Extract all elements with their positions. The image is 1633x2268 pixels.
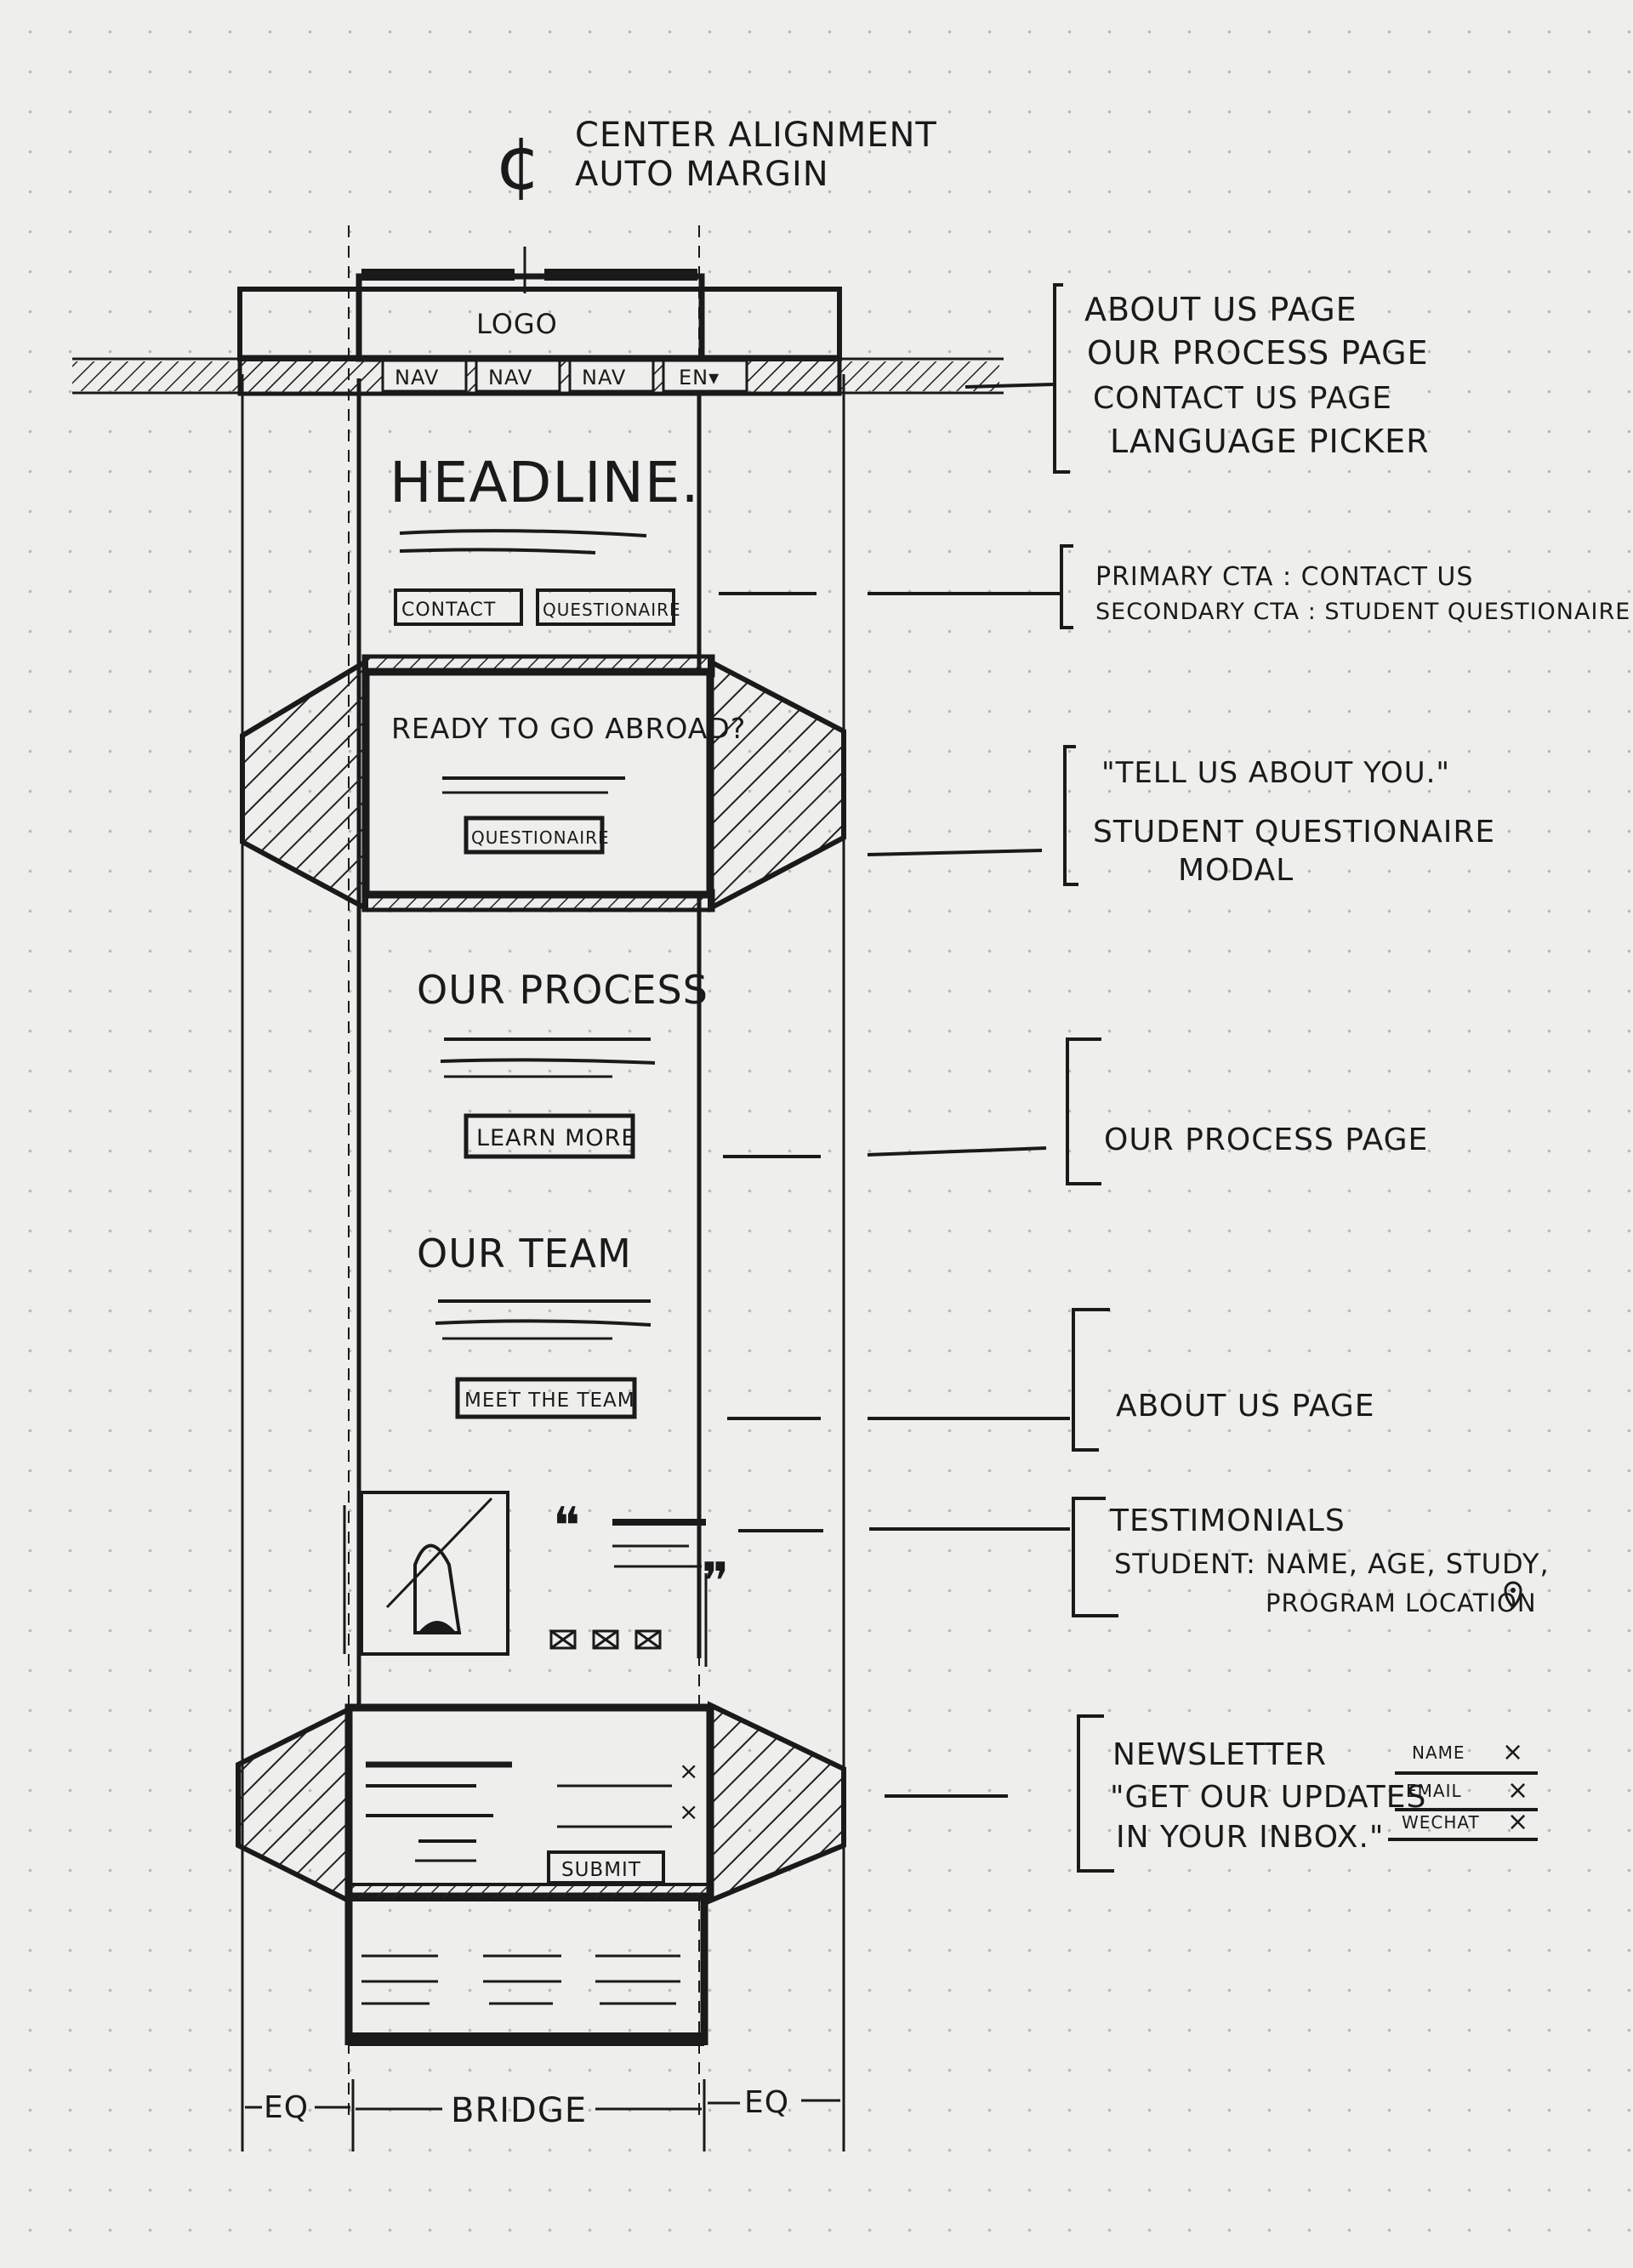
note-our-process-page: OUR PROCESS PAGE (1087, 334, 1429, 372)
questionnaire-button[interactable] (536, 588, 675, 626)
note-about-us-page-team: ABOUT US PAGE (1116, 1389, 1375, 1424)
clear-icon[interactable]: × (679, 1757, 699, 1785)
dimension-bridge: BRIDGE (451, 2091, 587, 2130)
modal-questionnaire-button[interactable] (464, 816, 605, 855)
logo-header: LOGO (237, 269, 842, 362)
our-process-section: OUR PROCESS LEARN MORE (417, 967, 708, 1159)
note-language-picker: LANGUAGE PICKER (1110, 423, 1430, 460)
field-note-clear-icon: × (1502, 1737, 1524, 1767)
contact-button[interactable] (394, 588, 523, 626)
field-note-name: NAME (1412, 1742, 1465, 1763)
our-team-section: OUR TEAM MEET THE TEAM (417, 1231, 651, 1419)
note-get-our-updates: "GET OUR UPDATES (1110, 1780, 1426, 1815)
note-newsletter: NEWSLETTER (1112, 1737, 1327, 1772)
annotations: ABOUT US PAGE OUR PROCESS PAGE CONTACT U… (1084, 291, 1630, 1855)
open-quote-icon: ❝ (553, 1497, 581, 1556)
nav-bar: NAV NAV NAV EN▾ (72, 355, 999, 396)
newsletter-section: × × SUBMIT (236, 1701, 846, 1905)
language-picker[interactable]: EN▾ (679, 366, 720, 389)
student-photo-placeholder (360, 1491, 509, 1656)
field-note-email: EMAIL (1406, 1781, 1462, 1801)
center-line-symbol: ¢ (495, 122, 543, 207)
clear-icon[interactable]: × (679, 1798, 699, 1826)
note-secondary-cta: SECONDARY CTA : STUDENT QUESTIONAIRE (1095, 599, 1630, 625)
submit-label: SUBMIT (561, 1859, 641, 1881)
field-note-clear-icon: × (1507, 1776, 1529, 1805)
note-student-questionnaire: STUDENT QUESTIONAIRE (1093, 815, 1495, 850)
submit-button[interactable] (547, 1850, 665, 1884)
note-modal: MODAL (1178, 853, 1294, 888)
questionnaire-button-label: QUESTIONAIRE (543, 600, 681, 620)
testimonial-section: ❝ ❞ (343, 1491, 729, 1667)
learn-more-label: LEARN MORE (476, 1125, 636, 1151)
modal-button-label: QUESTIONAIRE (471, 827, 610, 848)
note-testimonials: TESTIMONIALS (1109, 1503, 1346, 1538)
modal-title: READY TO GO ABROAD? (391, 712, 746, 745)
contact-button-label: CONTACT (401, 600, 496, 621)
nav-item-2[interactable]: NAV (488, 366, 532, 389)
learn-more-button[interactable] (464, 1113, 635, 1159)
note-program-location: PROGRAM LOCATION (1266, 1589, 1537, 1617)
location-pin-icon (1504, 1581, 1522, 1610)
meet-the-team-button[interactable] (455, 1377, 637, 1419)
note-student-fields: STUDENT: NAME, AGE, STUDY, (1114, 1548, 1550, 1580)
team-title: OUR TEAM (417, 1231, 632, 1276)
questionnaire-modal: READY TO GO ABROAD? QUESTIONAIRE (240, 654, 846, 913)
nav-item-1[interactable]: NAV (395, 366, 439, 389)
newsletter-field-notes: NAME × EMAIL × WECHAT × (1388, 1737, 1538, 1841)
nav-item-3[interactable]: NAV (582, 366, 626, 389)
dimension-line: EQ BRIDGE EQ (241, 2079, 845, 2151)
note-contact-us-page: CONTACT US PAGE (1093, 381, 1392, 416)
carousel-dots[interactable] (549, 1629, 662, 1650)
field-note-wechat: WECHAT (1402, 1812, 1480, 1833)
note-in-your-inbox: IN YOUR INBOX." (1116, 1820, 1384, 1855)
footer (344, 1901, 708, 2046)
dimension-eq-left: EQ (264, 2090, 309, 2125)
hero-section: HEADLINE. CONTACT QUESTIONAIRE (390, 450, 700, 626)
meet-the-team-label: MEET THE TEAM (464, 1390, 635, 1412)
field-note-clear-icon: × (1507, 1807, 1529, 1837)
note-center-alignment: CENTER ALIGNMENT (575, 116, 937, 155)
note-auto-margin: AUTO MARGIN (575, 155, 829, 194)
logo-label: LOGO (476, 308, 558, 340)
note-about-us-page: ABOUT US PAGE (1084, 291, 1357, 328)
center-alignment-note: ¢ CENTER ALIGNMENT AUTO MARGIN (495, 116, 937, 207)
annotation-brackets (719, 283, 1118, 1873)
note-primary-cta: PRIMARY CTA : CONTACT US (1095, 562, 1473, 592)
dimension-eq-right: EQ (744, 2085, 789, 2120)
process-title: OUR PROCESS (417, 967, 708, 1013)
note-tell-us-about-you: "TELL US ABOUT YOU." (1101, 756, 1450, 790)
note-process-page: OUR PROCESS PAGE (1104, 1123, 1428, 1157)
hero-headline: HEADLINE. (390, 450, 700, 515)
